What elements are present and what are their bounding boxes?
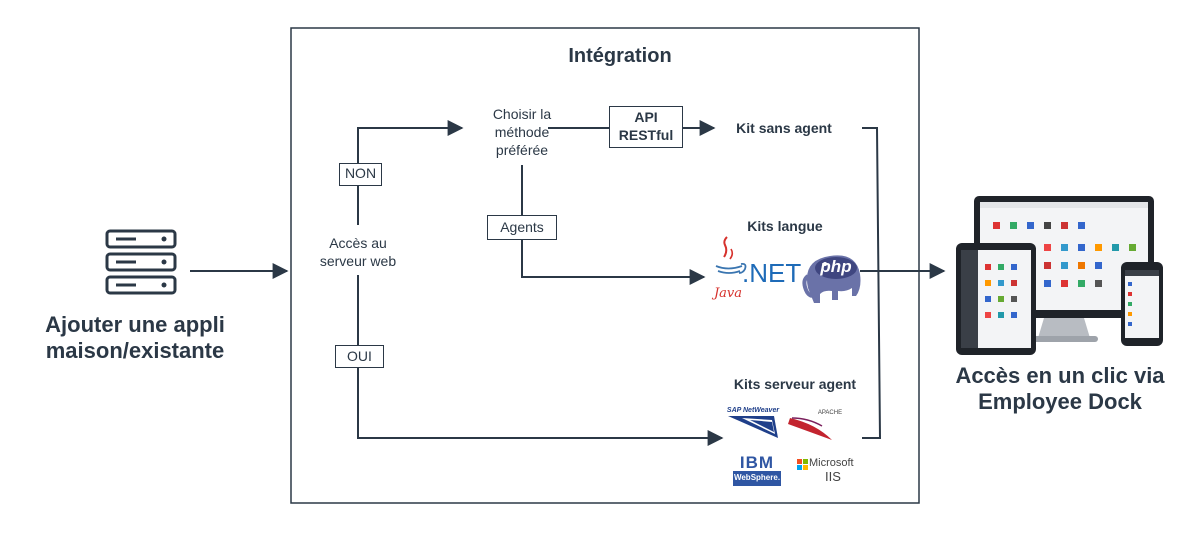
decision-label: Accès au serveur web: [310, 234, 406, 270]
iis-wordmark: IIS: [825, 469, 841, 484]
java-wordmark: Java: [713, 286, 743, 301]
connector-collector: [862, 127, 882, 439]
websphere-wordmark: WebSphere.: [733, 473, 781, 482]
monitor-app-tiles-icon: [993, 222, 1136, 287]
tablet-device-icon: [956, 243, 1036, 355]
connector-non: [357, 120, 464, 225]
kits-server-agent-label: Kits serveur agent: [733, 376, 857, 392]
kits-language-label: Kits langue: [747, 218, 823, 234]
server-leds-icon: [161, 236, 167, 288]
apache-feather-icon: [788, 417, 832, 440]
integration-frame: [290, 27, 920, 504]
no-tag: NON: [339, 163, 382, 186]
connector-oui: [357, 275, 724, 446]
source-label: Ajouter une appli maison/existante: [45, 312, 225, 363]
ibm-wordmark: IBM: [739, 453, 775, 472]
microsoft-logo-icon: [797, 459, 808, 470]
api-restful-tag: API RESTful: [609, 106, 683, 148]
connector-agents: [521, 165, 706, 285]
sap-wordmark: SAP NetWeaver: [726, 407, 780, 414]
yes-tag: OUI: [335, 345, 384, 368]
php-elephant-icon: [802, 255, 861, 303]
java-cup-icon: [715, 236, 747, 274]
kit-agentless-label: Kit sans agent: [736, 120, 832, 136]
choose-method-label: Choisir la méthode préférée: [492, 106, 552, 158]
ibm-logo-icon: [733, 471, 781, 486]
dotnet-wordmark: .NET: [742, 258, 802, 288]
server-icon: [105, 229, 177, 295]
php-wordmark: php: [820, 257, 852, 276]
phone-device-icon: [1121, 262, 1163, 346]
agents-tag: Agents: [487, 215, 557, 240]
apache-wordmark: APACHE: [817, 410, 843, 416]
integration-title: Intégration: [568, 45, 672, 67]
sap-netweaver-icon: [728, 416, 778, 438]
microsoft-wordmark: Microsoft: [809, 457, 854, 469]
target-label: Accès en un clic via Employee Dock: [955, 363, 1165, 414]
